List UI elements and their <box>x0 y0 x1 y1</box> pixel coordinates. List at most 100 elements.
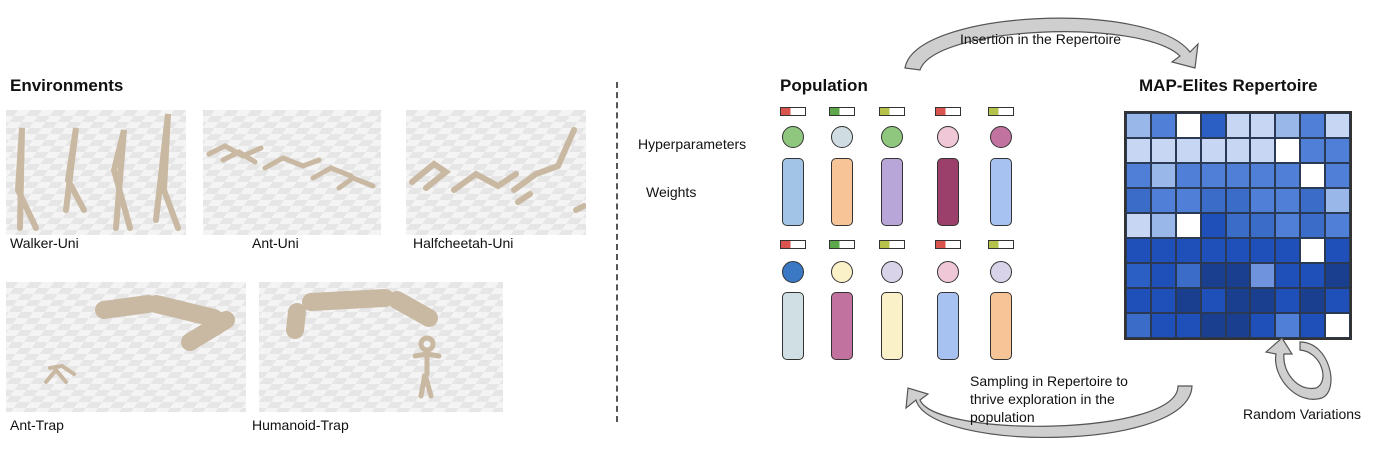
hyperparameter-bar <box>988 240 1014 249</box>
hyperparameter-bar <box>935 107 961 116</box>
repertoire-cell <box>1200 313 1226 338</box>
repertoire-cell <box>1175 138 1201 163</box>
weights-bar <box>937 292 959 360</box>
repertoire-cell <box>1126 213 1151 238</box>
hyperparameter-circle <box>782 126 804 148</box>
repertoire-grid <box>1124 111 1352 340</box>
repertoire-cell <box>1250 188 1276 213</box>
hyperparameter-bar <box>988 107 1014 116</box>
env-image-ant <box>203 110 381 235</box>
repertoire-cell <box>1175 163 1201 188</box>
env-image-anttrap <box>6 282 246 412</box>
hyperparameter-bar <box>780 240 806 249</box>
repertoire-cell <box>1175 188 1201 213</box>
repertoire-cell <box>1126 188 1151 213</box>
repertoire-cell <box>1250 288 1276 313</box>
sampling-label: Sampling in Repertoire to thrive explora… <box>970 373 1128 425</box>
repertoire-cell <box>1175 263 1201 288</box>
repertoire-cell <box>1250 113 1276 138</box>
repertoire-title: MAP-Elites Repertoire <box>1139 76 1318 95</box>
variation-loop-icon <box>1264 337 1332 400</box>
repertoire-cell <box>1275 238 1301 263</box>
repertoire-cell <box>1275 213 1301 238</box>
repertoire-cell <box>1300 238 1326 263</box>
repertoire-cell <box>1275 288 1301 313</box>
repertoire-cell <box>1126 163 1151 188</box>
weights-label: Weights <box>646 184 697 200</box>
hyperparameter-circle <box>937 126 959 148</box>
repertoire-cell <box>1225 263 1251 288</box>
repertoire-cell <box>1325 313 1350 338</box>
repertoire-cell <box>1275 163 1301 188</box>
hyperparameter-circle <box>990 261 1012 283</box>
repertoire-cell <box>1275 263 1301 288</box>
repertoire-cell <box>1200 113 1226 138</box>
repertoire-cell <box>1325 213 1350 238</box>
sampling-arrow-icon <box>905 385 1193 438</box>
env-image-halfcheetah <box>406 110 586 235</box>
repertoire-cell <box>1250 138 1276 163</box>
repertoire-cell <box>1225 188 1251 213</box>
repertoire-cell <box>1325 188 1350 213</box>
repertoire-cell <box>1325 238 1350 263</box>
repertoire-cell <box>1150 288 1176 313</box>
repertoire-cell <box>1275 188 1301 213</box>
repertoire-cell <box>1126 263 1151 288</box>
repertoire-cell <box>1150 263 1176 288</box>
weights-bar <box>831 158 853 226</box>
environments-title: Environments <box>10 76 124 95</box>
repertoire-cell <box>1175 288 1201 313</box>
repertoire-cell <box>1200 263 1226 288</box>
repertoire-cell <box>1126 138 1151 163</box>
repertoire-cell <box>1126 313 1151 338</box>
repertoire-cell <box>1300 138 1326 163</box>
hyperparameter-bar <box>780 107 806 116</box>
repertoire-cell <box>1300 213 1326 238</box>
repertoire-cell <box>1325 263 1350 288</box>
repertoire-cell <box>1200 288 1226 313</box>
hyperparameter-circle <box>881 261 903 283</box>
hyperparameter-circle <box>881 126 903 148</box>
repertoire-cell <box>1225 163 1251 188</box>
repertoire-cell <box>1225 313 1251 338</box>
repertoire-cell <box>1250 263 1276 288</box>
hyperparameter-bar <box>935 240 961 249</box>
repertoire-cell <box>1150 163 1176 188</box>
repertoire-cell <box>1225 113 1251 138</box>
repertoire-cell <box>1250 163 1276 188</box>
population-title: Population <box>780 76 868 95</box>
repertoire-cell <box>1150 313 1176 338</box>
repertoire-cell <box>1225 138 1251 163</box>
repertoire-cell <box>1225 238 1251 263</box>
repertoire-cell <box>1275 113 1301 138</box>
weights-bar <box>782 292 804 360</box>
repertoire-cell <box>1250 238 1276 263</box>
hyperparameter-circle <box>831 261 853 283</box>
hyperparameter-bar <box>829 240 855 249</box>
insertion-arrow-icon <box>904 17 1199 71</box>
repertoire-cell <box>1225 213 1251 238</box>
repertoire-cell <box>1300 113 1326 138</box>
env-label-halfcheetah: Halfcheetah-Uni <box>413 235 514 251</box>
hyperparameter-circle <box>937 261 959 283</box>
section-divider <box>616 82 618 422</box>
repertoire-cell <box>1325 288 1350 313</box>
repertoire-cell <box>1126 238 1151 263</box>
repertoire-cell <box>1300 313 1326 338</box>
variations-label: Random Variations <box>1243 406 1362 422</box>
repertoire-cell <box>1275 138 1301 163</box>
repertoire-cell <box>1175 113 1201 138</box>
weights-bar <box>990 158 1012 226</box>
env-label-walker: Walker-Uni <box>10 235 79 251</box>
hyperparameter-circle <box>831 126 853 148</box>
hyperparameters-label: Hyperparameters <box>638 136 747 152</box>
repertoire-cell <box>1150 188 1176 213</box>
env-label-anttrap: Ant-Trap <box>10 417 64 433</box>
repertoire-cell <box>1150 213 1176 238</box>
env-label-humanoidtrap: Humanoid-Trap <box>252 417 349 433</box>
repertoire-cell <box>1275 313 1301 338</box>
insertion-label: Insertion in the Repertoire <box>960 31 1122 47</box>
repertoire-cell <box>1325 138 1350 163</box>
repertoire-cell <box>1175 313 1201 338</box>
